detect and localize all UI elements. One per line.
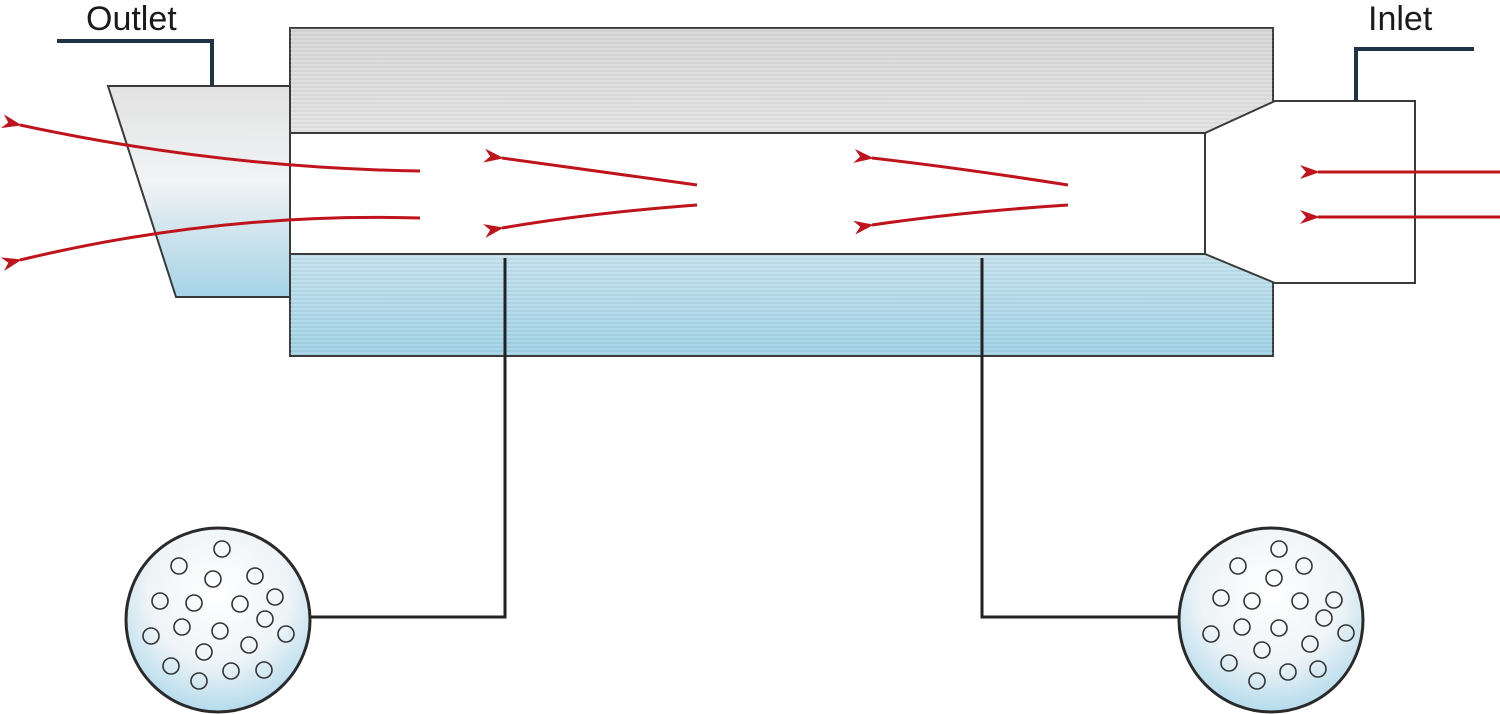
porous-cross-section-icon <box>124 526 312 714</box>
inner-tube <box>289 100 1416 284</box>
flow-arrow-left-lower <box>483 203 698 238</box>
outlet-flow-arrows <box>0 114 421 272</box>
flow-arrow-right-lower <box>853 203 1069 235</box>
outlet-lead-line <box>57 39 214 86</box>
porous-cross-section-icon <box>1177 526 1365 714</box>
inlet-lead-line <box>1354 47 1474 101</box>
outlet-nozzle <box>106 85 291 298</box>
outlet-arrow-lower <box>0 215 421 272</box>
flow-arrow-left-upper <box>483 148 698 187</box>
right-connector-line <box>980 258 1185 619</box>
outlet-label: Outlet <box>86 0 177 38</box>
flow-arrows-right <box>853 149 1069 235</box>
inlet-label: Inlet <box>1368 0 1433 38</box>
inlet-flow-arrows <box>1300 165 1500 224</box>
flow-arrows-left <box>483 148 698 238</box>
outlet-arrow-upper <box>0 114 421 173</box>
left-connector-line <box>310 258 507 619</box>
flow-arrow-right-upper <box>853 149 1069 187</box>
